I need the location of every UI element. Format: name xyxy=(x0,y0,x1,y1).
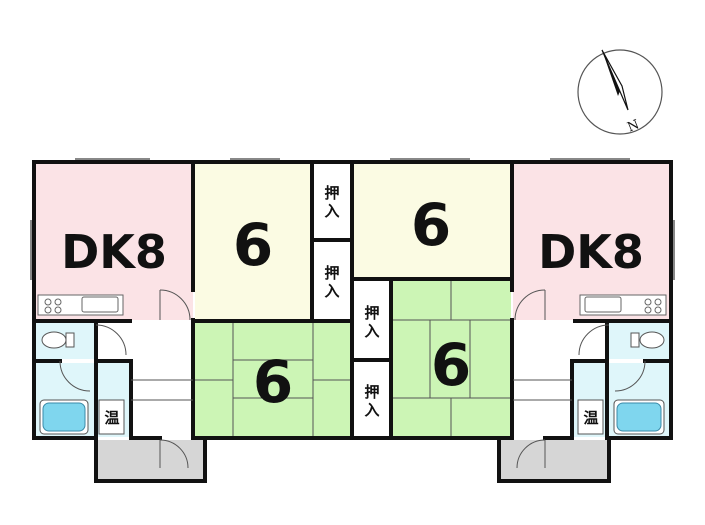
stove-burner-icon xyxy=(644,298,652,306)
left-dk-room xyxy=(35,163,193,320)
left-closet-upper xyxy=(314,163,351,238)
right-toilet-icon xyxy=(639,331,665,349)
closet-label-char: 押 xyxy=(364,383,379,401)
right-room-top-label: 6 xyxy=(411,191,451,259)
closet-label-char: 入 xyxy=(324,202,339,220)
center-closet-lower xyxy=(354,362,390,437)
sink-icon xyxy=(81,296,119,313)
left-bathtub-icon xyxy=(42,402,86,432)
closet-label-char: 入 xyxy=(364,401,379,419)
right-water-heater-label: 温 xyxy=(583,409,598,427)
closet-label-char: 入 xyxy=(364,322,379,340)
walls xyxy=(32,160,673,483)
stove-burner-icon xyxy=(44,298,52,306)
left-entrance xyxy=(97,440,205,480)
left-toilet-icon xyxy=(41,331,67,349)
right-room-bottom-label: 6 xyxy=(431,331,471,399)
hall-step-lines xyxy=(131,379,572,401)
center-closet-upper xyxy=(354,281,390,358)
left-closet-lower xyxy=(314,242,351,320)
left-room-top-label: 6 xyxy=(233,211,273,279)
closet-label-char: 押 xyxy=(364,304,379,322)
windows xyxy=(30,158,675,280)
right-dk-label: DK8 xyxy=(538,225,644,279)
left-dk-label: DK8 xyxy=(61,225,167,279)
compass: N xyxy=(577,49,663,135)
closet-label-char: 入 xyxy=(324,282,339,300)
right-dk-room xyxy=(513,163,670,320)
sink-icon xyxy=(584,296,622,313)
closet-label-char: 押 xyxy=(324,184,339,202)
right-water-heater xyxy=(577,399,604,435)
left-room-6-top xyxy=(195,163,312,320)
left-water-heater-label: 温 xyxy=(104,409,119,427)
right-entrance xyxy=(500,440,608,480)
door-swings xyxy=(59,289,646,469)
compass-north-label: N xyxy=(625,117,641,135)
right-bathtub-icon xyxy=(616,402,662,432)
left-room-bottom-label: 6 xyxy=(253,348,293,416)
left-water-heater xyxy=(98,399,125,435)
right-room-6-top xyxy=(354,163,511,278)
closet-label-char: 押 xyxy=(324,264,339,282)
